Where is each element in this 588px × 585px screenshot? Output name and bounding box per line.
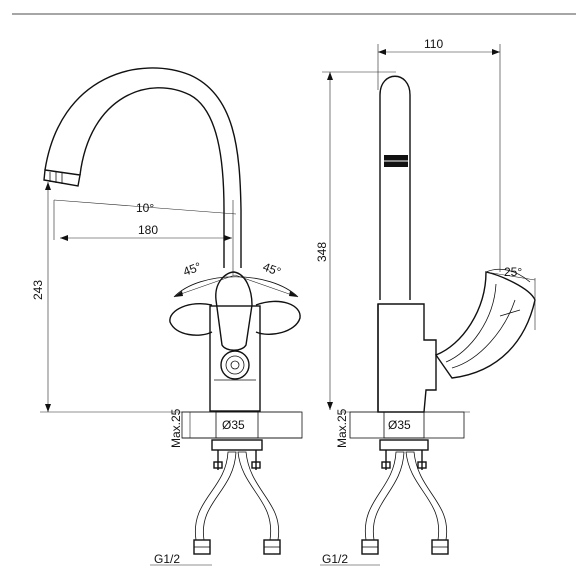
front-angle-right-label: 45° [261, 260, 283, 279]
front-max-deck-label: Max.25 [169, 408, 183, 448]
side-hose-left [364, 451, 405, 541]
total-height-label: 348 [315, 242, 329, 262]
front-spout [44, 67, 242, 268]
front-diameter-label: Ø35 [222, 418, 245, 432]
hose-right [237, 451, 280, 541]
spout-nozzle [43, 169, 81, 187]
angle-arc [173, 276, 299, 298]
side-spout [379, 75, 411, 300]
front-body [209, 305, 261, 412]
front-view [40, 67, 303, 566]
cartridge-ring-outer [220, 350, 250, 380]
handle-angle-label: 25° [504, 265, 522, 279]
reach-label: 180 [138, 223, 158, 237]
handle-left-wing [169, 303, 213, 336]
side-thread-label: G1/2 [322, 552, 348, 566]
side-view [320, 44, 536, 566]
handle-angle-arc [485, 268, 531, 283]
spout-angle-label: 10° [136, 201, 154, 215]
front-thread-label: G1/2 [154, 552, 180, 566]
side-max-deck-label: Max.25 [335, 408, 349, 448]
handle-right-wing [255, 300, 301, 336]
depth-label: 110 [424, 37, 443, 51]
mount-nut [211, 439, 263, 451]
side-diameter-label: Ø35 [388, 418, 411, 432]
front-handle [215, 271, 253, 351]
height-label: 243 [31, 280, 45, 300]
side-body [377, 303, 437, 413]
side-mount-nut [379, 439, 429, 451]
front-angle-left-label: 45° [181, 259, 203, 278]
hose-left [194, 451, 237, 541]
side-handle [434, 271, 536, 379]
